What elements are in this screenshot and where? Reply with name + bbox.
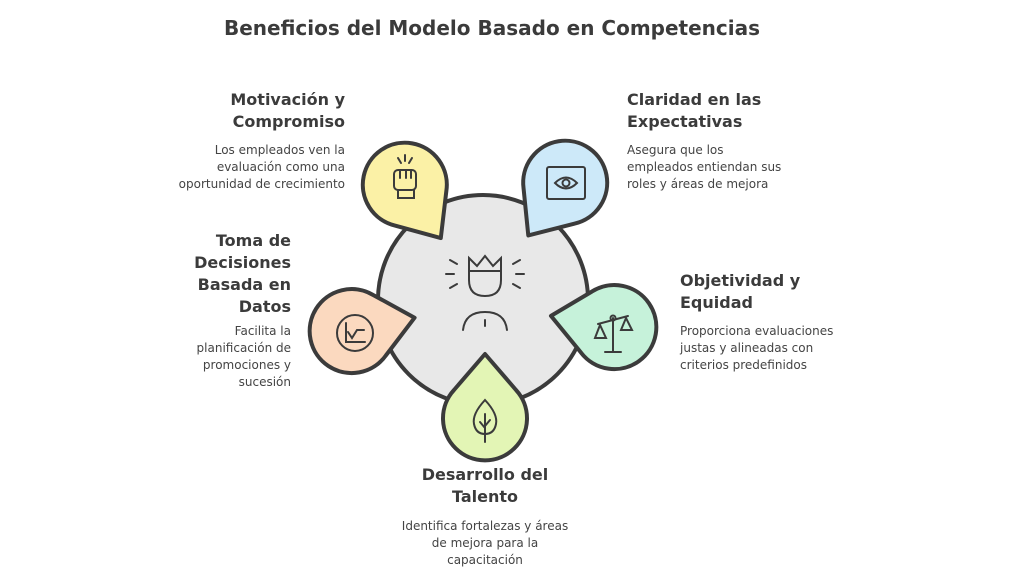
- pin-decisiones: [307, 287, 417, 376]
- description-desarrollo: Identifica fortalezas y áreas de mejora …: [401, 519, 569, 567]
- heading-desarrollo: Desarrollo del Talento: [421, 465, 549, 506]
- scale-icon: [593, 314, 634, 353]
- description-motivacion: Los empleados ven la evaluación como una…: [178, 143, 345, 191]
- description-decisiones: Facilita la planificación de promociones…: [196, 324, 291, 389]
- chart-icon: [336, 314, 374, 352]
- eye-icon: [546, 166, 586, 200]
- diagram-title: Beneficios del Modelo Basado en Competen…: [223, 16, 761, 40]
- tree-icon: [472, 398, 498, 443]
- fist-icon: [393, 154, 417, 199]
- heading-motivacion: Motivación y Compromiso: [230, 90, 345, 131]
- king-icon: [445, 254, 525, 331]
- pin-desarrollo: [441, 352, 529, 463]
- description-objetividad: Proporciona evaluaciones justas y alinea…: [680, 324, 834, 372]
- description-claridad: Asegura que los empleados entiendan sus …: [627, 143, 782, 191]
- heading-claridad: Claridad en las Expectativas: [627, 90, 762, 131]
- heading-objetividad: Objetividad y Equidad: [680, 271, 801, 312]
- pin-objetividad: [548, 283, 659, 372]
- heading-decisiones: Toma de Decisiones Basada en Datos: [194, 231, 291, 316]
